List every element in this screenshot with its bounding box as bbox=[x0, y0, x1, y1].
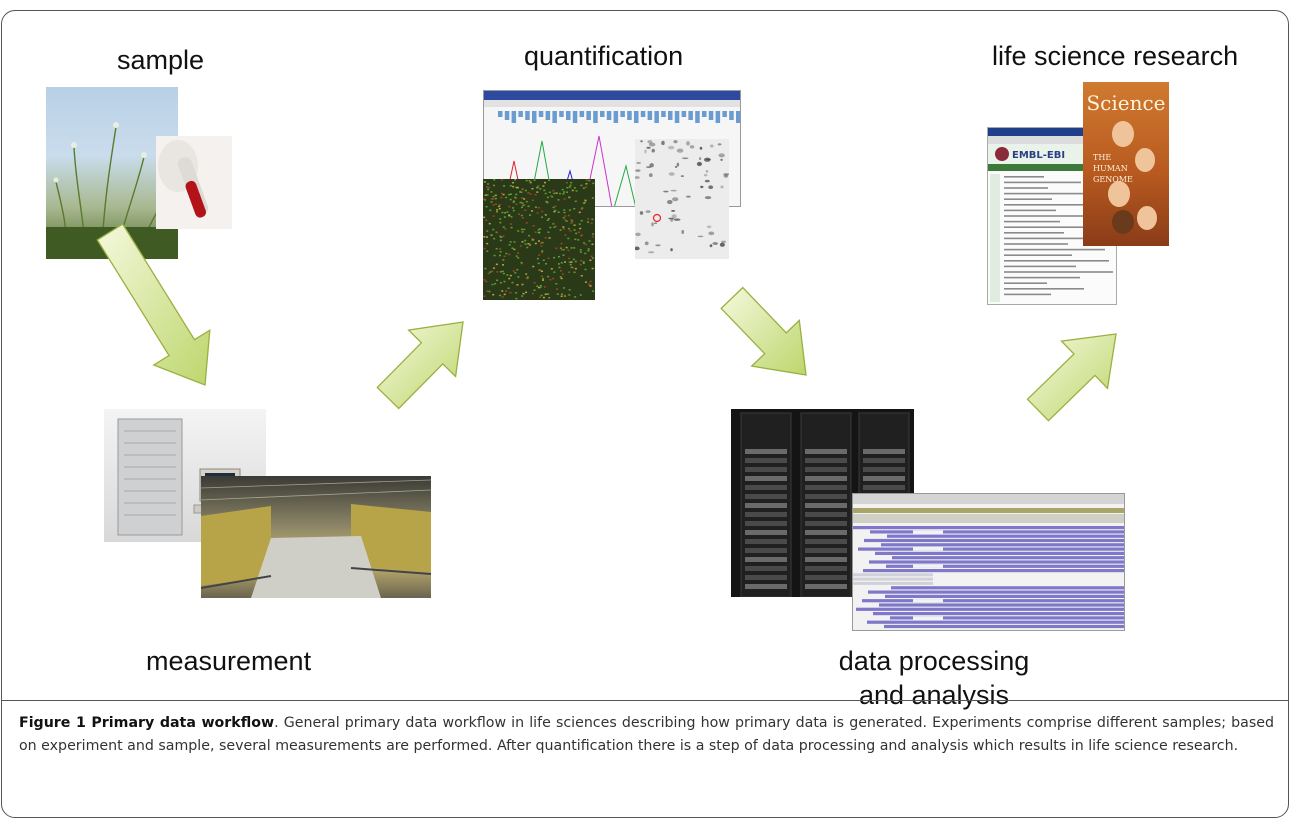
stage-label-and-analysis: and analysis bbox=[858, 680, 1010, 710]
figure-caption: Figure 1 Primary data workflow. General … bbox=[19, 712, 1274, 758]
stage-label-sample: sample bbox=[117, 45, 205, 75]
server-rack-photo bbox=[731, 409, 914, 597]
caption-title: Figure 1 Primary data workflow bbox=[19, 715, 275, 731]
microarray-image bbox=[483, 179, 595, 300]
genome-browser-screenshot bbox=[852, 493, 1125, 631]
svg-text:HUMAN: HUMAN bbox=[1093, 164, 1128, 173]
stage-label-life-science-research: life science research bbox=[992, 41, 1239, 71]
science-journal-cover: Science THE HUMAN GENOME bbox=[1083, 82, 1169, 246]
greenhouse-photo bbox=[201, 476, 431, 598]
caption-text: . General primary data workflow in life … bbox=[19, 715, 1274, 754]
blood-tube-photo bbox=[156, 136, 232, 229]
ebi-logo-text: EMBL-EBI bbox=[1012, 150, 1065, 161]
caption-divider bbox=[2, 700, 1288, 701]
gel-electrophoresis-image bbox=[635, 139, 729, 259]
stage-label-data-processing: data processing bbox=[838, 646, 1030, 676]
science-masthead: Science bbox=[1086, 91, 1165, 115]
stage-label-measurement: measurement bbox=[146, 646, 312, 676]
svg-text:GENOME: GENOME bbox=[1093, 175, 1133, 184]
stage-label-quantification: quantification bbox=[524, 41, 684, 71]
figure-frame bbox=[1, 10, 1289, 818]
svg-text:THE: THE bbox=[1093, 153, 1111, 162]
